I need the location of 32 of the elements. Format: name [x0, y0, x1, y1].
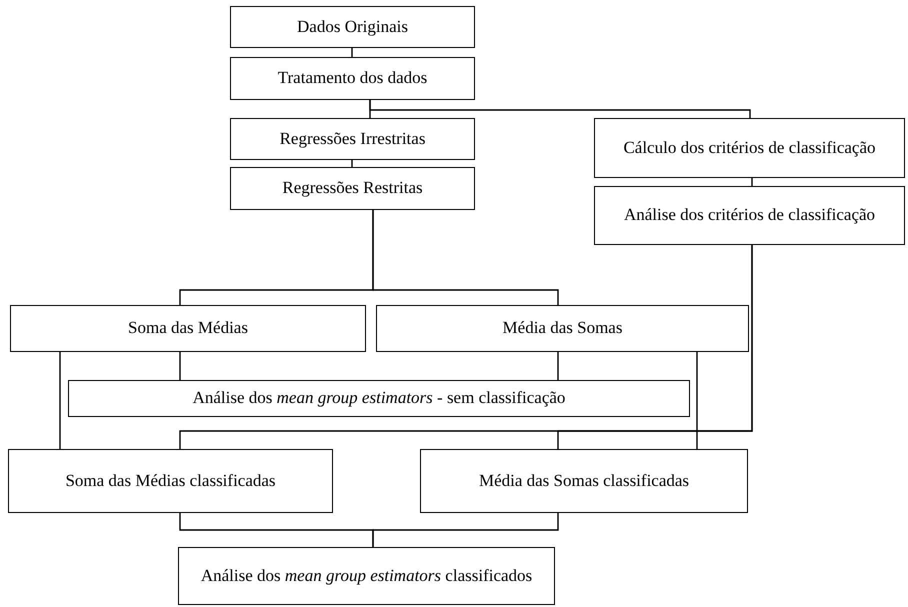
box-text: Tratamento dos dados [278, 67, 428, 90]
process-box [8, 449, 333, 513]
process-box [376, 305, 749, 352]
box-text: Análise dos mean group estimators classificados [200, 564, 532, 587]
process-box [230, 6, 475, 48]
connector-line [696, 352, 698, 449]
process-box [230, 167, 475, 210]
connector-line [179, 352, 181, 380]
box-text: Regressões Irrestritas [280, 128, 426, 150]
box-text: Dados Originais [297, 16, 408, 38]
process-box [594, 118, 905, 178]
connector-line [557, 352, 559, 380]
connector-line [369, 100, 751, 118]
process-box [594, 186, 905, 245]
process-box [10, 305, 366, 352]
process-box [178, 547, 555, 605]
connector-line [557, 245, 753, 449]
box-text: Média das Somas [502, 317, 622, 340]
process-box [68, 380, 690, 417]
connector-line [372, 210, 559, 305]
box-text: Análise dos critérios de classificação [624, 204, 876, 226]
process-box [420, 449, 748, 513]
connector-line [372, 513, 559, 547]
box-text: Análise dos mean group estimators - sem classificação [192, 387, 566, 410]
process-box [230, 118, 475, 160]
box-text: Cálculo dos critérios de classificação [623, 136, 876, 159]
box-text: Média das Somas classificadas [478, 470, 690, 492]
box-text: Soma das Médias classificadas [65, 470, 276, 492]
connector-line [59, 352, 61, 449]
box-text: Soma das Médias [128, 317, 248, 340]
process-box [230, 57, 475, 100]
box-text: Regressões Restritas [282, 177, 423, 200]
